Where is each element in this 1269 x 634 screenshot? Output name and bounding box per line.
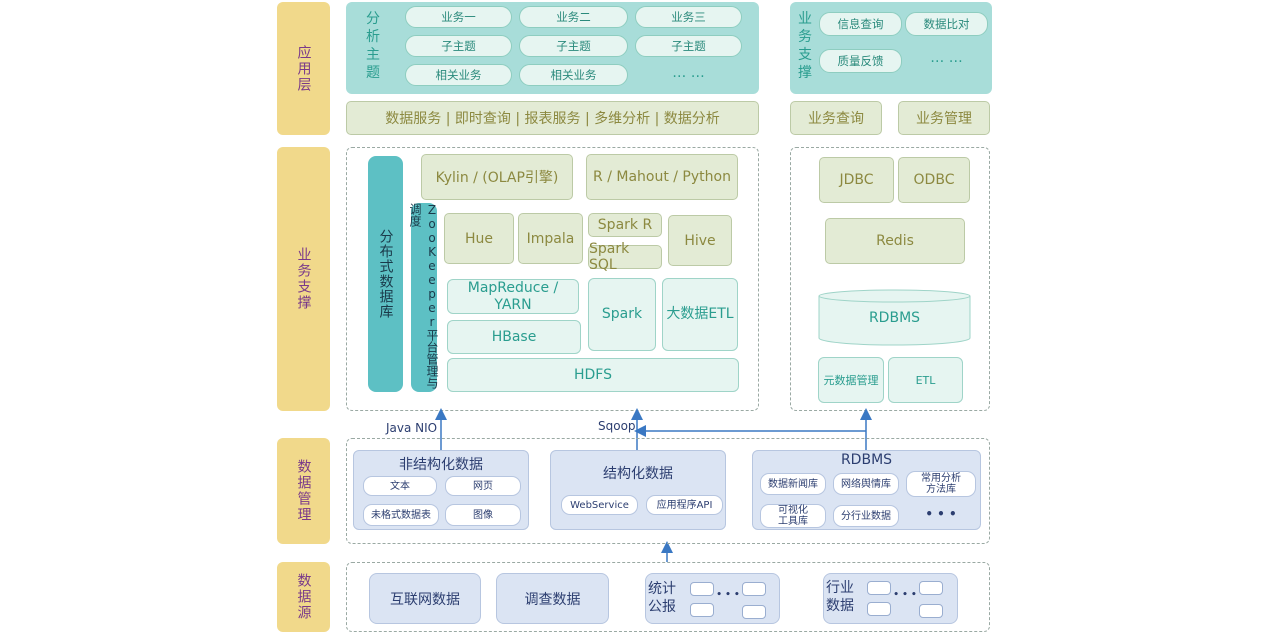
survey-data-box: 调查数据 <box>496 573 609 624</box>
pill-related-1: 相关业务 <box>405 64 512 86</box>
rdbms-cylinder-label: RDBMS <box>868 310 921 326</box>
hadoop-stack-container <box>346 147 759 411</box>
pill-related-2: 相关业务 <box>519 64 628 86</box>
item-public-opinion-lib: 网络舆情库 <box>833 473 899 495</box>
etl-box: ETL <box>888 357 963 403</box>
item-webpage: 网页 <box>445 476 521 496</box>
rdbms-more-dots: • • • <box>925 507 957 521</box>
structured-data-title: 结构化数据 <box>603 466 673 482</box>
layer-business-support: 业务支撑 <box>277 147 330 411</box>
item-analysis-methods-lib: 常用分析方法库 <box>906 471 976 497</box>
metadata-manage-box: 元数据管理 <box>818 357 884 403</box>
analysis-more-dots: … … <box>672 65 705 81</box>
distributed-database-column: 分布式数据库 <box>368 156 403 392</box>
business-manage-box: 业务管理 <box>898 101 990 135</box>
item-unformatted-table: 未格式数据表 <box>363 504 439 526</box>
redis-box: Redis <box>825 218 965 264</box>
business-query-box: 业务查询 <box>790 101 882 135</box>
mapreduce-yarn-box: MapReduce / YARN <box>447 279 579 314</box>
industry-blank-1 <box>867 581 891 595</box>
structured-data-panel <box>550 450 726 530</box>
pill-biz-3: 业务三 <box>635 6 742 28</box>
layer-data-source: 数据源 <box>277 562 330 632</box>
pill-biz-2: 业务二 <box>519 6 628 28</box>
hbase-box: HBase <box>447 320 581 354</box>
data-services-bar: 数据服务 | 即时查询 | 报表服务 | 多维分析 | 数据分析 <box>346 101 759 135</box>
rdbms-cylinder <box>818 289 971 346</box>
industry-blank-4 <box>919 604 943 618</box>
data-management-container <box>346 438 990 544</box>
layer-app: 应用层 <box>277 2 330 135</box>
pill-biz-1: 业务一 <box>405 6 512 28</box>
analysis-topics-title: 分析主题 <box>366 11 380 81</box>
item-webservice: WebService <box>561 495 638 515</box>
internet-data-box: 互联网数据 <box>369 573 481 624</box>
business-support-title: 业务支撑 <box>798 11 812 81</box>
hue-box: Hue <box>444 213 514 264</box>
pill-data-compare: 数据比对 <box>905 12 988 36</box>
pill-quality-feedback: 质量反馈 <box>819 49 902 73</box>
item-visual-tools-lib: 可视化工具库 <box>760 504 826 528</box>
hive-box: Hive <box>668 215 732 266</box>
pill-subtopic-3: 子主题 <box>635 35 742 57</box>
odbc-box: ODBC <box>898 157 970 203</box>
spark-sql-box: Spark SQL <box>588 241 662 273</box>
item-app-api: 应用程序API <box>646 495 723 515</box>
stats-blank-2 <box>690 603 714 617</box>
pill-info-query: 信息查询 <box>819 12 902 36</box>
rdbms-mgmt-title: RDBMS <box>840 452 893 468</box>
spark-r-box: Spark R <box>588 213 662 237</box>
kylin-box: Kylin / (OLAP引擎) <box>421 154 573 200</box>
stats-blank-1 <box>690 582 714 596</box>
jdbc-box: JDBC <box>819 157 894 203</box>
data-source-container <box>346 562 990 632</box>
industry-more-dots: • • • <box>893 590 917 600</box>
unstructured-data-title: 非结构化数据 <box>399 457 483 473</box>
stats-more-dots: • • • <box>716 590 740 600</box>
item-image: 图像 <box>445 504 521 526</box>
relational-stack-container <box>790 147 990 411</box>
zookeeper-column: ZooKeeper平台管理与调度 <box>408 203 439 392</box>
pill-subtopic-1: 子主题 <box>405 35 512 57</box>
stats-blank-3 <box>742 582 766 596</box>
item-industry-data: 分行业数据 <box>833 505 899 527</box>
sqoop-label: Sqoop <box>598 419 636 433</box>
item-text: 文本 <box>363 476 437 496</box>
r-mahout-python-box: R / Mahout / Python <box>586 154 738 200</box>
stats-blank-4 <box>742 605 766 619</box>
bigdata-etl-box: 大数据ETL <box>662 278 738 351</box>
java-nio-label: Java NIO <box>386 421 438 435</box>
impala-box: Impala <box>518 213 583 264</box>
industry-blank-2 <box>867 602 891 616</box>
statistics-bulletin-label: 统计公报 <box>648 581 676 615</box>
industry-data-label: 行业数据 <box>826 580 854 614</box>
support-more-dots: … … <box>930 50 963 66</box>
hdfs-box: HDFS <box>447 358 739 392</box>
layer-data-management: 数据管理 <box>277 438 330 544</box>
industry-blank-3 <box>919 581 943 595</box>
spark-box: Spark <box>588 278 656 351</box>
item-data-news-lib: 数据新闻库 <box>760 473 826 495</box>
pill-subtopic-2: 子主题 <box>519 35 628 57</box>
